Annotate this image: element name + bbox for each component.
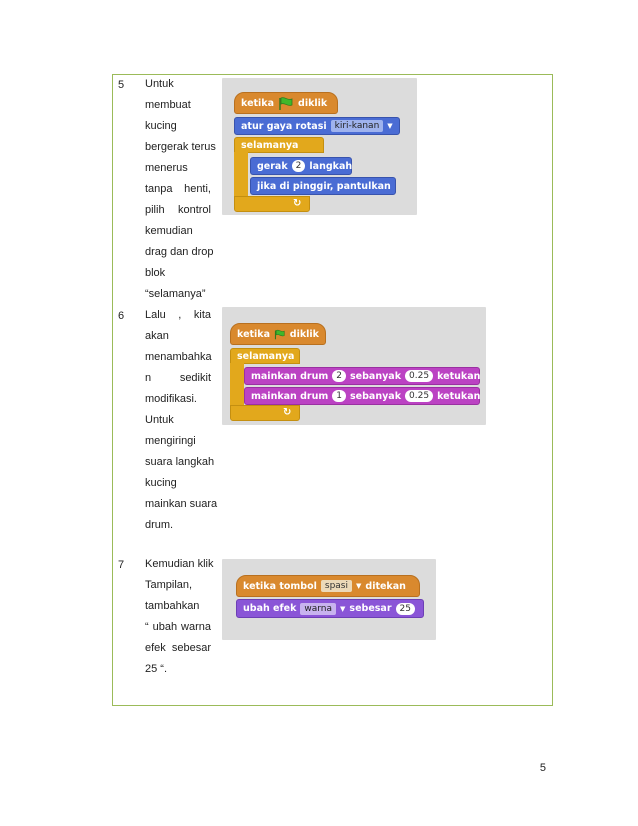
- forever-loop-block[interactable]: selamanya: [230, 348, 300, 364]
- row-number: 5: [118, 79, 125, 91]
- loop-arrow-icon: ↻: [293, 198, 302, 209]
- green-flag-icon: [274, 329, 285, 339]
- forever-loop-arm: [234, 152, 248, 200]
- row-number: 7: [118, 559, 125, 571]
- dropdown-arrow-icon: ▼: [356, 582, 362, 590]
- forever-loop-end: ↻: [230, 405, 300, 421]
- page-number: 5: [539, 762, 546, 774]
- row-number: 6: [118, 310, 125, 322]
- when-flag-clicked-block[interactable]: ketika diklik: [230, 323, 326, 345]
- forever-loop-end: ↻: [234, 196, 310, 212]
- dropdown-arrow-icon: ▼: [340, 604, 346, 613]
- forever-loop-block[interactable]: selamanya: [234, 137, 324, 153]
- when-flag-clicked-block[interactable]: ketika diklik: [234, 92, 338, 114]
- bounce-on-edge-block[interactable]: jika di pinggir, pantulkan: [250, 177, 396, 195]
- table-frame: [112, 74, 553, 706]
- green-flag-icon: [279, 96, 293, 110]
- forever-loop-arm: [230, 363, 244, 409]
- loop-arrow-icon: ↻: [283, 407, 292, 418]
- dropdown-arrow-icon: ▼: [387, 122, 393, 130]
